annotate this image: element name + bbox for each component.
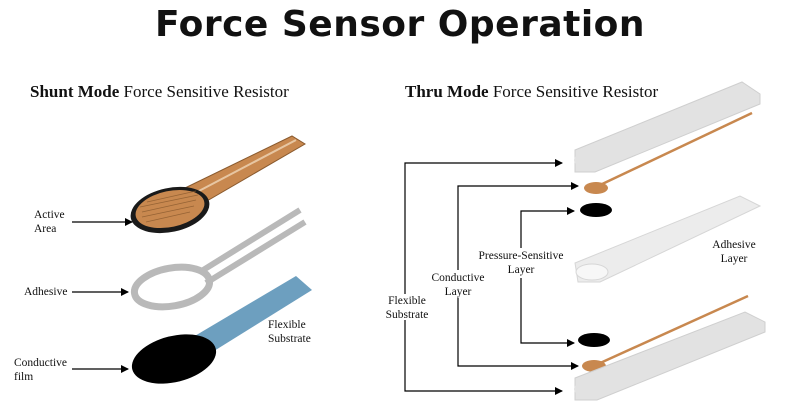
arrow-substrate-top <box>404 159 563 294</box>
label-conductive-film: Conductive film <box>14 357 68 383</box>
thru-mode-desc: Force Sensitive Resistor <box>488 82 659 101</box>
thru-bottom-substrate <box>574 311 766 401</box>
shunt-mode-heading: Shunt Mode Force Sensitive Resistor <box>30 82 289 102</box>
thru-bottom-lead <box>597 294 749 366</box>
arrow-pressure-top <box>520 207 575 248</box>
label-adhesive: Adhesive <box>24 286 68 298</box>
shunt-copper-layer <box>130 135 306 234</box>
label-active-area: Active Area <box>34 209 65 235</box>
thru-adhesive-layer <box>574 195 762 283</box>
label-shunt-flexible-substrate: Flexible Substrate <box>268 319 311 345</box>
arrow-conductive-bottom <box>457 298 579 370</box>
shunt-adhesive-layer <box>130 207 307 311</box>
thru-top-lead <box>597 111 753 188</box>
thru-mode-name: Thru Mode <box>405 82 489 101</box>
arrow-pressure-bottom <box>520 278 575 347</box>
label-thru-flexible-substrate: Flexible Substrate <box>385 295 429 321</box>
label-pressure-sensitive-layer: Pressure-Sensitive Layer <box>478 250 564 276</box>
page-title: Force Sensor Operation <box>154 4 646 45</box>
arrow-substrate-bottom <box>404 320 563 395</box>
label-adhesive-layer: Adhesive Layer <box>712 239 756 265</box>
thru-mode-heading: Thru Mode Force Sensitive Resistor <box>405 82 658 102</box>
thru-top-pressure-layer <box>580 203 612 217</box>
thru-top-conductive-dot <box>584 182 608 194</box>
label-conductive-layer: Conductive Layer <box>431 272 485 298</box>
shunt-mode-name: Shunt Mode <box>30 82 120 101</box>
shunt-mode-desc: Force Sensitive Resistor <box>119 82 289 101</box>
shunt-substrate-layer <box>131 276 312 384</box>
thru-bottom-pressure-layer <box>578 333 610 347</box>
arrow-conductive-top <box>457 182 579 270</box>
thru-top-substrate <box>574 81 761 173</box>
